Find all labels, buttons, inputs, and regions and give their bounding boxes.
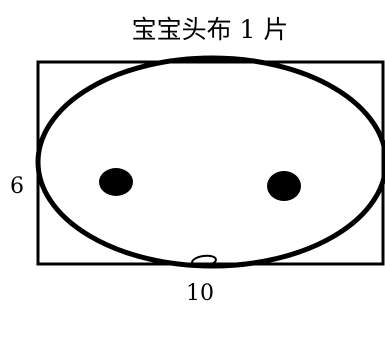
left-eye <box>99 168 133 196</box>
width-dimension-label: 10 <box>186 281 214 306</box>
mouth <box>191 254 217 268</box>
face-oval <box>35 55 385 269</box>
height-dimension-label: 6 <box>10 174 24 199</box>
diagram-title: 宝宝头布 1 片 <box>132 15 289 44</box>
right-eye <box>267 171 301 201</box>
